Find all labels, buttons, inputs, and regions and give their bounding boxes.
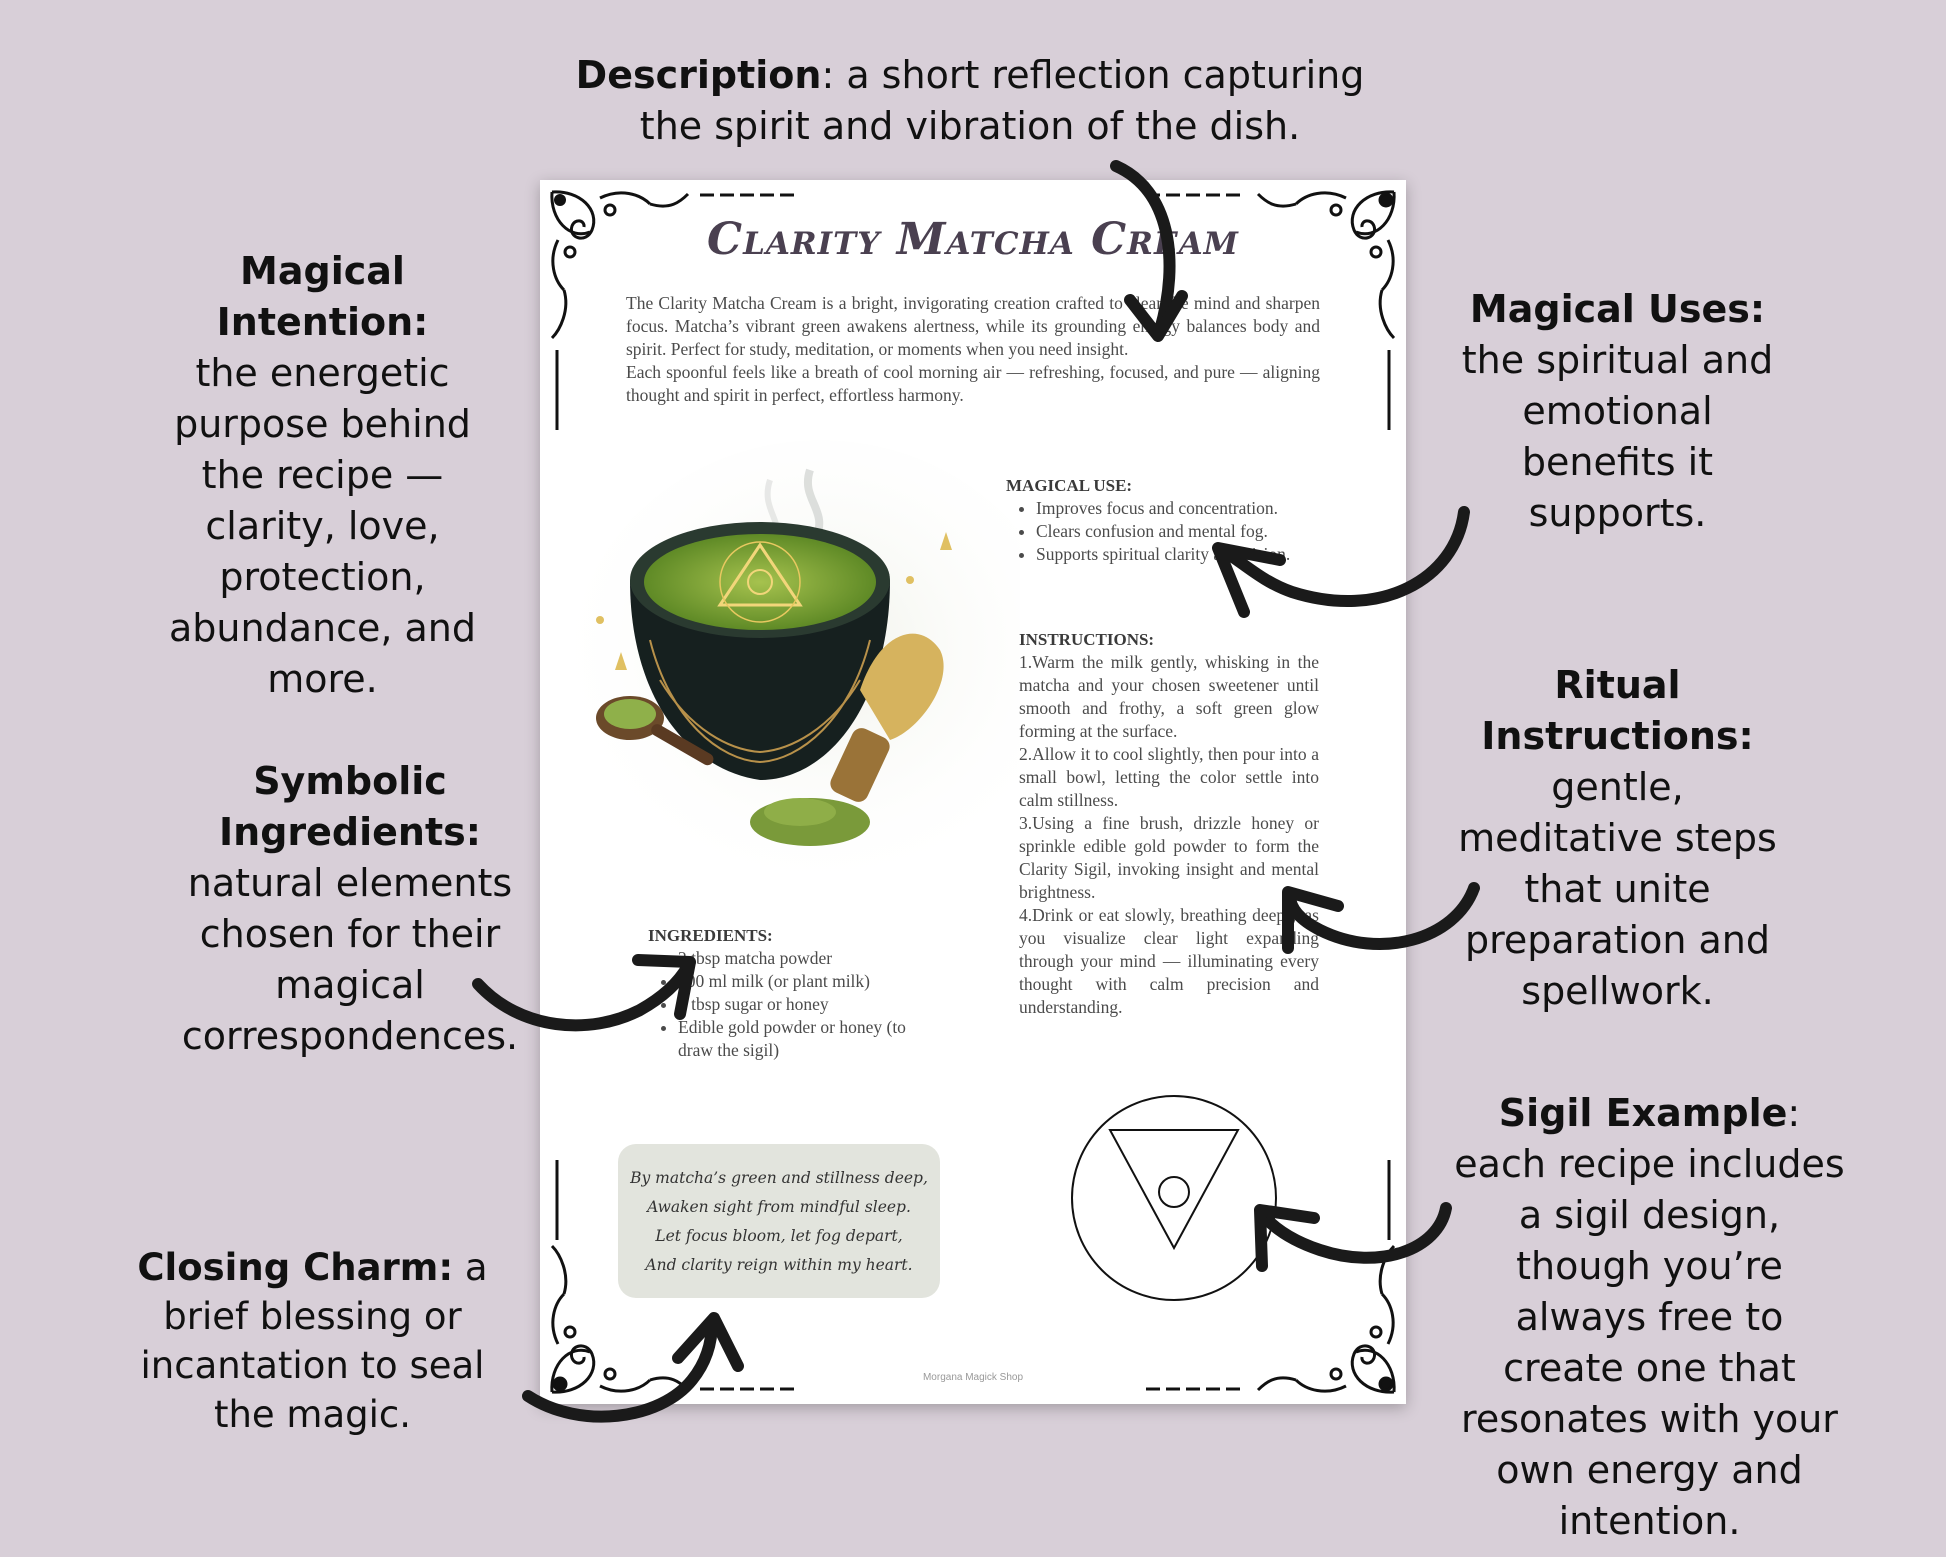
callout-intention-text: the energetic purpose behind the recipe … (169, 351, 476, 701)
clarity-sigil-icon (1071, 1095, 1277, 1301)
instruction-step: 3.Using a fine brush, drizzle honey or s… (1019, 813, 1319, 902)
callout-sigil: Sigil Example: each recipe includes a si… (1452, 1088, 1847, 1547)
magical-use-list: Improves focus and concentration. Clears… (1006, 497, 1336, 566)
matcha-bowl-illustration (570, 440, 1020, 900)
callout-ingredients-title: Symbolic Ingredients: (219, 759, 481, 854)
corner-ornament-top-left (550, 190, 690, 340)
callout-description: Description: a short reflection capturin… (560, 50, 1380, 152)
callout-charm: Closing Charm: a brief blessing or incan… (110, 1243, 515, 1439)
callout-instructions-title: Ritual Instructions: (1481, 663, 1754, 758)
magical-use-item: Improves focus and concentration. (1036, 497, 1336, 520)
callout-intention-title: Magical Intention: (216, 249, 429, 344)
charm-line: Awaken sight from mindful sleep. (647, 1198, 911, 1216)
magical-use-item: Supports spiritual clarity and vision. (1036, 543, 1336, 566)
charm-line: And clarity reign within my heart. (645, 1256, 913, 1274)
recipe-description: The Clarity Matcha Cream is a bright, in… (626, 292, 1320, 407)
charm-line: By matcha’s green and stillness deep, (630, 1169, 928, 1187)
bottom-divider-left (700, 1387, 800, 1391)
recipe-description-p2: Each spoonful feels like a breath of coo… (626, 362, 1320, 405)
instruction-step: 2.Allow it to cool slightly, then pour i… (1019, 744, 1319, 810)
callout-description-title: Description (575, 53, 822, 97)
corner-ornament-bottom-right (1256, 1244, 1396, 1394)
left-divider-top (555, 350, 559, 430)
recipe-title: Clarity Matcha Cream (707, 214, 1239, 265)
callout-ingredients-text: natural elements chosen for their magica… (181, 861, 519, 1058)
magical-use-item: Clears confusion and mental fog. (1036, 520, 1336, 543)
recipe-description-p1: The Clarity Matcha Cream is a bright, in… (626, 293, 1320, 359)
ingredients-section: INGREDIENTS: 2 tbsp matcha powder 300 ml… (648, 924, 908, 1062)
ingredient-item: Edible gold powder or honey (to draw the… (678, 1016, 908, 1062)
callout-uses: Magical Uses: the spiritual and emotiona… (1450, 284, 1785, 539)
left-divider-bottom (555, 1160, 559, 1240)
callout-charm-text: a brief blessing or incantation to seal … (140, 1246, 488, 1436)
instructions-section: INSTRUCTIONS: 1.Warm the milk gently, wh… (1019, 628, 1319, 1019)
callout-instructions-text: gentle, meditative steps that unite prep… (1458, 765, 1777, 1013)
callout-ingredients: Symbolic Ingredients: natural elements c… (180, 756, 520, 1062)
callout-description-text: : a short reflection capturing the spiri… (639, 53, 1365, 148)
corner-ornament-top-right (1256, 190, 1396, 340)
top-divider-left (700, 193, 800, 197)
callout-charm-title: Closing Charm: (137, 1246, 454, 1289)
recipe-page: Clarity Matcha Cream The Clarity Matcha … (540, 180, 1406, 1404)
callout-uses-text: the spiritual and emotional benefits it … (1461, 338, 1774, 535)
callout-sigil-title: Sigil Example (1498, 1091, 1788, 1135)
magical-use-heading: MAGICAL USE: (1006, 476, 1133, 495)
ingredients-heading: INGREDIENTS: (648, 926, 773, 945)
ingredient-item: 300 ml milk (or plant milk) (678, 970, 908, 993)
bottom-divider-right (1146, 1387, 1246, 1391)
callout-intention: Magical Intention: the energetic purpose… (140, 246, 505, 705)
top-divider-right (1146, 193, 1246, 197)
right-divider-top (1387, 350, 1391, 430)
ingredient-item: 2 tbsp sugar or honey (678, 993, 908, 1016)
right-divider-bottom (1387, 1160, 1391, 1240)
callout-instructions: Ritual Instructions: gentle, meditative … (1455, 660, 1780, 1017)
instruction-step: 4.Drink or eat slowly, breathing deeply … (1019, 905, 1319, 1017)
magical-use-section: MAGICAL USE: Improves focus and concentr… (1006, 474, 1336, 566)
ingredient-item: 2 tbsp matcha powder (678, 947, 908, 970)
instructions-heading: INSTRUCTIONS: (1019, 630, 1155, 649)
ingredients-list: 2 tbsp matcha powder 300 ml milk (or pla… (648, 947, 908, 1062)
callout-uses-title: Magical Uses: (1469, 287, 1766, 331)
closing-charm-box: By matcha’s green and stillness deep, Aw… (618, 1144, 940, 1298)
callout-sigil-text: : each recipe includes a sigil design, t… (1454, 1091, 1845, 1543)
instruction-step: 1.Warm the milk gently, whisking in the … (1019, 652, 1319, 741)
charm-line: Let focus bloom, let fog depart, (655, 1227, 903, 1245)
shop-name: Morgana Magick Shop (922, 1372, 1024, 1383)
